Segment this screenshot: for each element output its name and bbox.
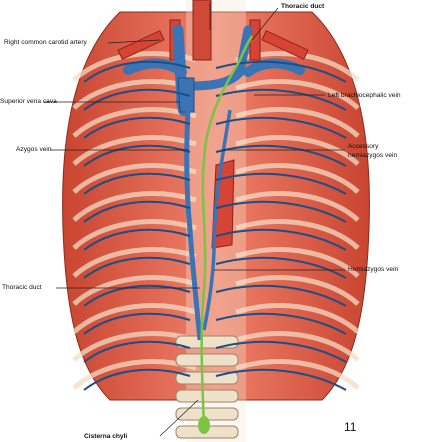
intercostal-vein-R-1 [215,60,347,83]
vertebra-2 [175,353,239,367]
rib-R-3 [235,107,360,138]
rib-R-5 [235,163,360,194]
label-azygos-vein: Azygos vein [16,146,52,153]
rib-R-10 [235,303,360,334]
intercostal-vein-R-12 [215,368,347,391]
hemiazygos-vein [202,109,232,331]
label-right-common-carotid-artery: Right common carotid artery [4,39,87,46]
intercostal-vein-L-4 [83,144,191,167]
intercostal-vein-R-11 [215,340,347,363]
rib-R-2 [235,79,360,110]
rib-L-9 [72,275,197,306]
intercostal-vein-L-1 [83,60,191,83]
intercostal-vein-L-3 [83,116,191,139]
label-thoracic-duct-top: Thoracic duct [281,3,325,10]
intercostal-veins [83,60,347,391]
label-accessory-hemiazygos-line1: Accessory [348,143,379,150]
rib-R-7 [235,219,360,250]
intercostal-vein-R-7 [215,228,347,251]
rib-R-9 [235,275,360,306]
intercostal-vein-L-9 [83,284,191,307]
rib-R-4 [235,135,360,166]
label-thoracic-duct-left: Thoracic duct [2,284,42,291]
aortic-trunk [192,0,212,61]
rib-L-4 [72,135,197,166]
intercostal-vein-R-2 [215,88,347,111]
intercostal-vein-L-12 [83,368,191,391]
rib-R-6 [235,191,360,222]
intercostal-vein-R-9 [215,284,347,307]
intercostal-vein-R-4 [215,144,347,167]
label-hemiazygos-vein: Hemiazygos vein [348,266,399,273]
rib-R-8 [235,247,360,278]
label-left-brachiocephalic-vein: Left brachiocephalic vein [328,92,401,99]
intercostal-vein-R-8 [215,256,347,279]
intercostal-vein-L-6 [83,200,191,223]
rib-R-12 [235,359,360,390]
intercostal-vein-R-10 [215,312,347,335]
thoracic-duct [200,35,254,426]
rib-L-5 [72,163,197,194]
intercostal-vein-L-11 [83,340,191,363]
label-cisterna-chyli: Cisterna chyli [84,433,128,440]
rib-L-7 [72,219,197,250]
intercostal-vein-L-10 [83,312,191,335]
rib-L-6 [72,191,197,222]
label-superior-vena-cava: Superior vena cava [0,98,57,105]
vertebra-4 [175,389,239,403]
page-number: 11 [344,420,357,434]
rib-L-8 [72,247,197,278]
intercostal-vein-R-5 [215,172,347,195]
vertebra-1 [175,335,239,349]
leader-lines [44,2,345,437]
label-accessory-hemiazygos-line2: hemiazygos vein [348,152,398,159]
intercostal-vein-L-5 [83,172,191,195]
rib-L-10 [72,303,197,334]
azygos-vein [184,109,203,341]
intercostal-vein-R-3 [215,116,347,139]
intercostal-vein-L-8 [83,256,191,279]
intercostal-vein-L-2 [83,88,191,111]
cisterna-chyli-shape [198,416,210,434]
rib-R-11 [235,331,360,362]
intercostal-vein-L-7 [83,228,191,251]
intercostal-vein-R-6 [215,200,347,223]
